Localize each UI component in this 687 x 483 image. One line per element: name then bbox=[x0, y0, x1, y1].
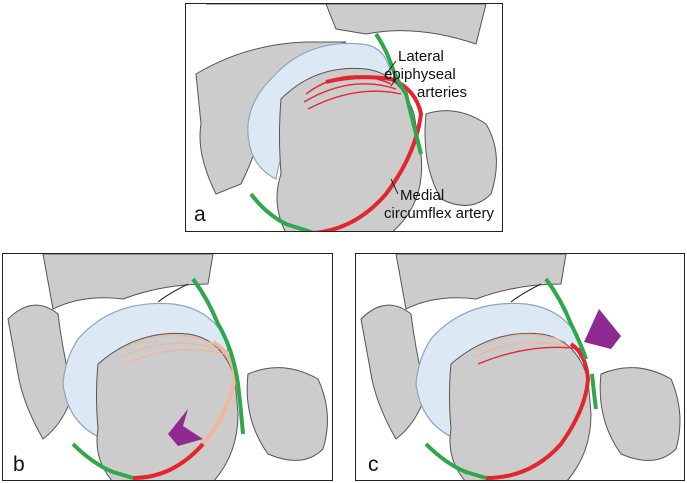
label-leader-lateral bbox=[385, 60, 397, 87]
panel-c: c bbox=[355, 253, 685, 481]
medial-circumflex-artery bbox=[485, 342, 591, 480]
femoral-head bbox=[276, 67, 423, 231]
panel-letter-b: b bbox=[13, 453, 25, 476]
medial-circumflex-artery bbox=[313, 75, 424, 231]
green-vessel-middle bbox=[590, 373, 598, 410]
pelvis-bone bbox=[195, 4, 487, 195]
label-circumflex-artery: circumflex artery bbox=[384, 205, 495, 222]
green-vessel-lower bbox=[424, 442, 487, 480]
green-vessel-upper bbox=[544, 277, 588, 360]
greater-trochanter bbox=[599, 367, 681, 461]
leader-line bbox=[510, 283, 542, 303]
panel-a: a Lateral epiphyseal arteries Medial cir… bbox=[185, 3, 503, 232]
panel-a-drawing bbox=[195, 4, 497, 231]
label-epiphyseal: epiphyseal bbox=[384, 66, 456, 83]
label-leader-medial bbox=[390, 178, 399, 195]
label-lateral: Lateral bbox=[398, 48, 444, 65]
femoral-head bbox=[449, 332, 592, 480]
lateral-arteries-faded bbox=[120, 334, 224, 365]
lateral-arteries-faded bbox=[473, 333, 569, 358]
green-vessel-upper bbox=[374, 32, 423, 155]
green-vessel-lower bbox=[249, 192, 315, 231]
medial-circumflex-artery-faded bbox=[201, 340, 238, 446]
panel-b-drawing bbox=[7, 254, 328, 480]
obstruction-arrow bbox=[168, 409, 203, 446]
greater-trochanter bbox=[424, 110, 497, 206]
panel-b: b bbox=[2, 253, 333, 481]
pelvis-bone bbox=[360, 254, 567, 440]
label-medial: Medial bbox=[400, 187, 445, 204]
medial-circumflex-artery bbox=[132, 442, 205, 480]
pelvis-bone bbox=[7, 254, 214, 440]
femoral-head bbox=[96, 332, 239, 480]
label-arteries: arteries bbox=[417, 84, 468, 101]
green-vessel-upper bbox=[191, 277, 245, 435]
obstruction-arrow bbox=[584, 309, 621, 349]
panel-letter-c: c bbox=[368, 453, 379, 476]
leader-line bbox=[157, 283, 189, 303]
greater-trochanter bbox=[246, 367, 328, 461]
panel-letter-a: a bbox=[194, 203, 206, 226]
lateral-arteries bbox=[477, 346, 582, 365]
panel-c-drawing bbox=[360, 254, 681, 480]
green-vessel-lower bbox=[71, 442, 134, 480]
